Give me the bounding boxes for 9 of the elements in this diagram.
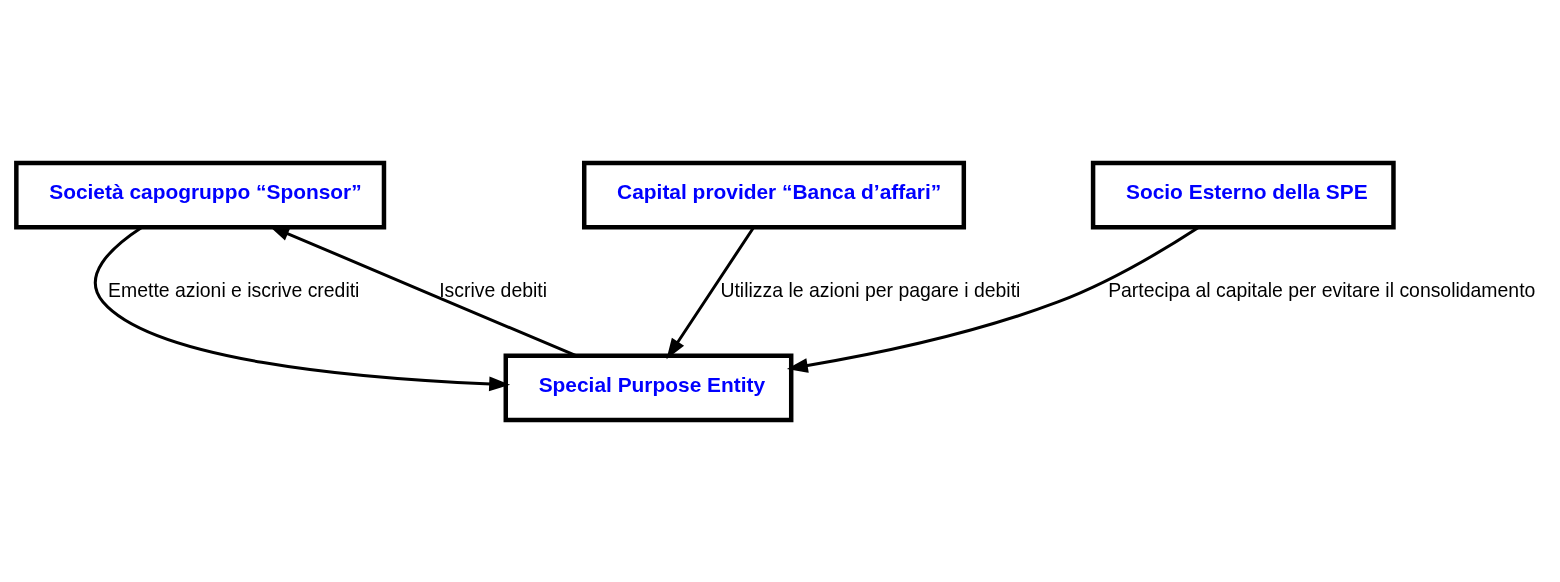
- node-box: Società capogruppo “Sponsor”: [14, 160, 387, 229]
- edge-label: Emette azioni e iscrive crediti: [108, 278, 360, 301]
- node-box: Socio Esterno della SPE: [1090, 160, 1396, 229]
- arrow: [666, 226, 755, 359]
- node-box: Special Purpose Entity: [503, 353, 794, 422]
- edge-label: Partecipa al capitale per evitare il consolidamento: [1108, 278, 1536, 301]
- edge-label: Utilizza le azioni per pagare i debiti: [720, 278, 1021, 301]
- node-box: Capital provider “Banca d’affari”: [582, 160, 967, 229]
- edge-label: Iscrive debiti: [439, 278, 547, 301]
